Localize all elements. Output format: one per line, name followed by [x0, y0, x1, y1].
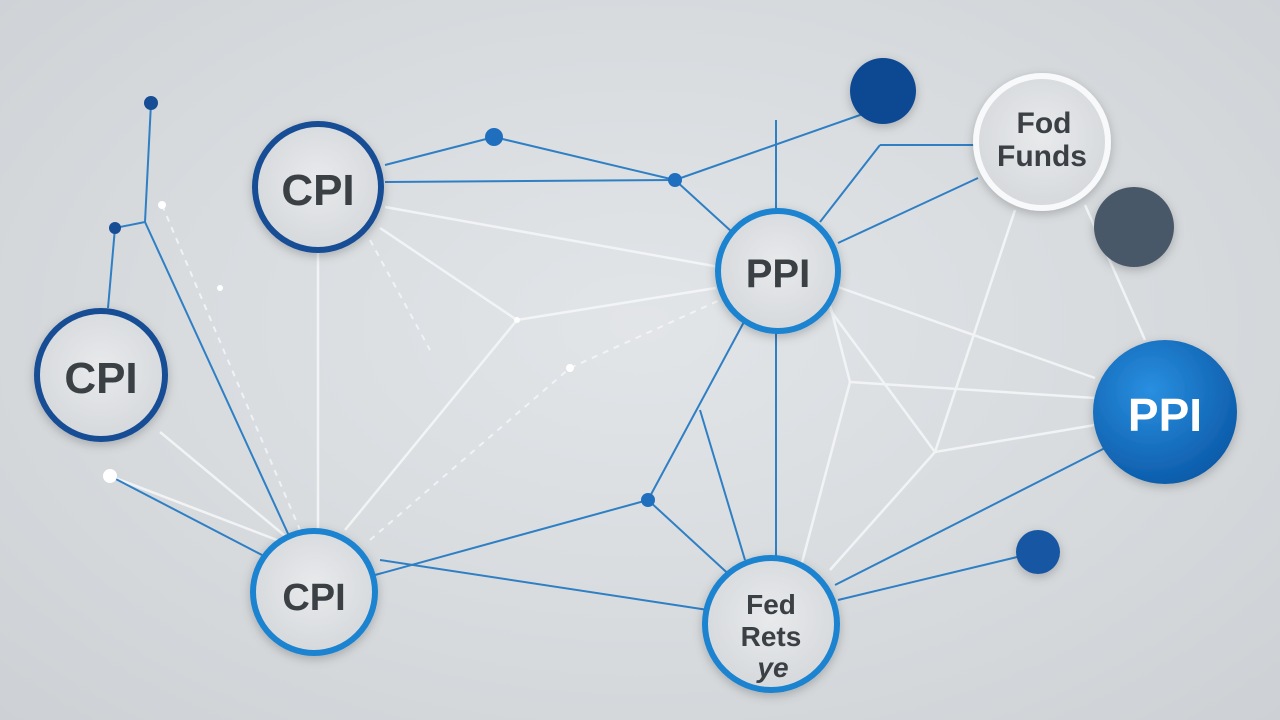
- node-fed-funds-label-2: Funds: [997, 140, 1087, 173]
- edge: [834, 447, 1106, 586]
- edge: [344, 319, 518, 531]
- edge: [369, 367, 571, 541]
- edge: [674, 179, 733, 233]
- dot-white: [514, 317, 520, 323]
- node-fed-rates-label-2: Rets: [741, 621, 802, 652]
- junction-dots: [103, 96, 682, 507]
- edge: [699, 409, 746, 561]
- small-blue-node: [1016, 530, 1060, 574]
- dot-blue: [485, 128, 503, 146]
- dot-blue: [668, 173, 682, 187]
- edge: [384, 179, 676, 183]
- node-cpi-bottom-label: CPI: [282, 577, 345, 619]
- edge: [384, 205, 726, 270]
- node-fed-rates-label-1: Fed: [746, 589, 796, 620]
- edge: [569, 299, 721, 369]
- dot-blue: [641, 493, 655, 507]
- edge: [828, 309, 937, 453]
- edges-blue: [107, 102, 1106, 611]
- node-fed-rates: Fed Rets ye: [702, 555, 840, 693]
- edge: [849, 380, 1096, 400]
- edge: [379, 559, 709, 611]
- edge: [144, 221, 291, 539]
- node-cpi-left-label: CPI: [64, 354, 137, 403]
- edge: [934, 423, 1096, 454]
- node-cpi-top-label: CPI: [281, 166, 354, 215]
- dark-blue-node: [850, 58, 916, 124]
- dot-white: [217, 285, 223, 291]
- node-ppi-center: PPI: [715, 208, 841, 334]
- node-cpi-bottom: CPI: [250, 528, 378, 656]
- edges-dashed: [161, 204, 721, 541]
- edge: [369, 239, 431, 351]
- dot-dark: [109, 222, 121, 234]
- edge: [516, 286, 717, 322]
- edges-light: [109, 204, 1147, 571]
- node-ppi-center-label: PPI: [746, 252, 810, 296]
- edge: [819, 144, 881, 223]
- node-fed-funds: Fod Funds: [973, 73, 1111, 211]
- dot-dark: [144, 96, 158, 110]
- edge: [798, 381, 852, 571]
- edge: [647, 499, 736, 581]
- edge: [837, 285, 1096, 380]
- dot-white: [566, 364, 574, 372]
- edge: [379, 226, 518, 322]
- edge: [107, 227, 116, 309]
- edge: [384, 136, 495, 166]
- node-fed-funds-label-1: Fod: [1017, 107, 1072, 140]
- node-ppi-right-label: PPI: [1128, 389, 1202, 441]
- node-fed-rates-label-3: ye: [755, 652, 788, 683]
- edge: [837, 177, 979, 244]
- edge: [933, 209, 1017, 453]
- node-cpi-left: CPI: [34, 308, 168, 442]
- edge: [647, 319, 746, 501]
- edge: [828, 304, 852, 383]
- edge: [161, 204, 301, 531]
- edge: [109, 474, 291, 547]
- slate-node: [1094, 187, 1174, 267]
- node-cpi-top: CPI: [252, 121, 384, 253]
- node-ppi-right: PPI: [1093, 340, 1237, 484]
- edge: [493, 136, 676, 181]
- edge: [109, 475, 263, 556]
- edge: [374, 499, 649, 576]
- dot-white: [103, 469, 117, 483]
- edge: [829, 451, 936, 571]
- edge: [159, 431, 291, 541]
- edge: [144, 102, 152, 223]
- edge: [837, 551, 1039, 601]
- dot-white: [158, 201, 166, 209]
- edge: [674, 107, 881, 181]
